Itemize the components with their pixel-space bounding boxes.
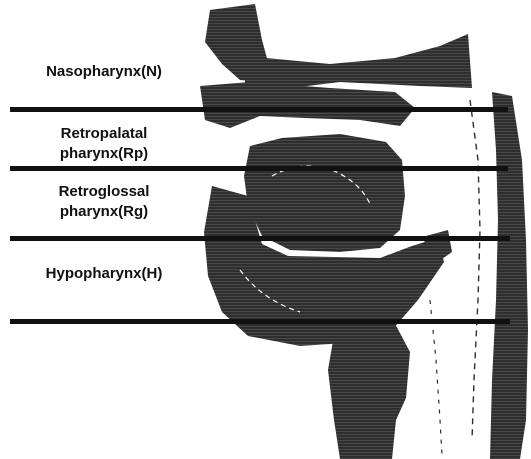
retropalatal-label: Retropalatal pharynx(Rp) xyxy=(14,124,194,164)
hypopharynx-label-line-1: Hypopharynx(H) xyxy=(14,264,194,284)
posterior-wall-shape xyxy=(490,92,528,459)
soft-palate-shape xyxy=(200,82,415,128)
retropalatal-label-line-1: Retropalatal xyxy=(14,124,194,144)
retropalatal-label-line-2: pharynx(Rp) xyxy=(14,144,194,164)
tongue-shape xyxy=(244,134,405,252)
nasopharynx-label: Nasopharynx(N) xyxy=(14,62,194,82)
retroglossal-lower-boundary xyxy=(10,236,510,241)
nasopharynx-lower-boundary xyxy=(10,107,508,112)
retroglossal-label-line-1: Retroglossal xyxy=(14,182,194,202)
palate-shape xyxy=(245,34,472,90)
hypopharynx-lower-boundary xyxy=(10,319,510,324)
retropalatal-lower-boundary xyxy=(10,166,508,171)
airway-outline xyxy=(470,100,480,440)
retroglossal-label: Retroglossal pharynx(Rg) xyxy=(14,182,194,222)
nasopharynx-label-line-1: Nasopharynx(N) xyxy=(14,62,194,82)
retroglossal-label-line-2: pharynx(Rg) xyxy=(14,202,194,222)
hypopharynx-label: Hypopharynx(H) xyxy=(14,264,194,284)
